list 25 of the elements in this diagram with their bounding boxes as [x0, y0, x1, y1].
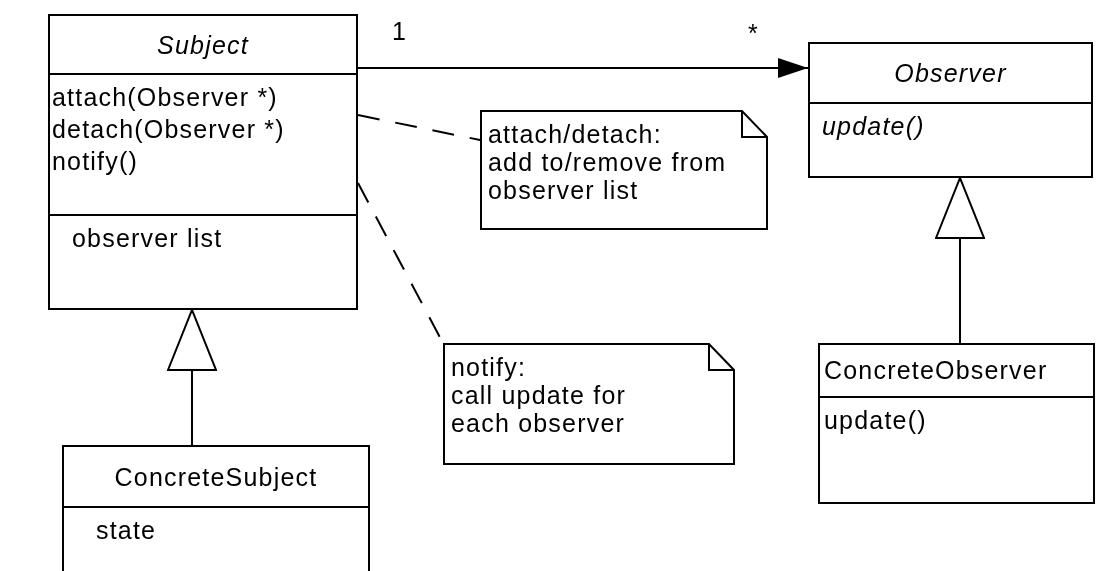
method-name: notify()	[52, 146, 138, 178]
class-box	[48, 14, 358, 310]
class-name: Subject	[157, 29, 249, 61]
class-member: update()	[822, 111, 925, 143]
class-box	[808, 42, 1093, 178]
class-name: ConcreteSubject	[114, 461, 318, 493]
class-box	[62, 445, 370, 571]
inheritance-arrow	[935, 177, 985, 344]
class-name: Observer	[894, 58, 1007, 90]
class-name: ConcreteObserver	[824, 355, 1048, 387]
class-box	[818, 343, 1095, 504]
inheritance-arrow	[167, 309, 217, 446]
note-text: attach/detach:	[488, 120, 663, 148]
method-name: attach(Observer *)	[52, 82, 278, 114]
note-connector	[357, 114, 481, 141]
class-member: update()	[824, 404, 927, 436]
multiplicity-label: *	[748, 18, 758, 48]
note-text: call update for each observer	[451, 381, 628, 437]
multiplicity-label: 1	[392, 16, 406, 46]
class-member: state	[96, 515, 157, 546]
association-arrow	[357, 58, 809, 78]
note-text: notify:	[451, 353, 528, 381]
method-name: detach(Observer *)	[52, 114, 285, 146]
class-member: observer list	[72, 223, 223, 255]
note-text: add to/remove from observer list	[488, 148, 728, 204]
